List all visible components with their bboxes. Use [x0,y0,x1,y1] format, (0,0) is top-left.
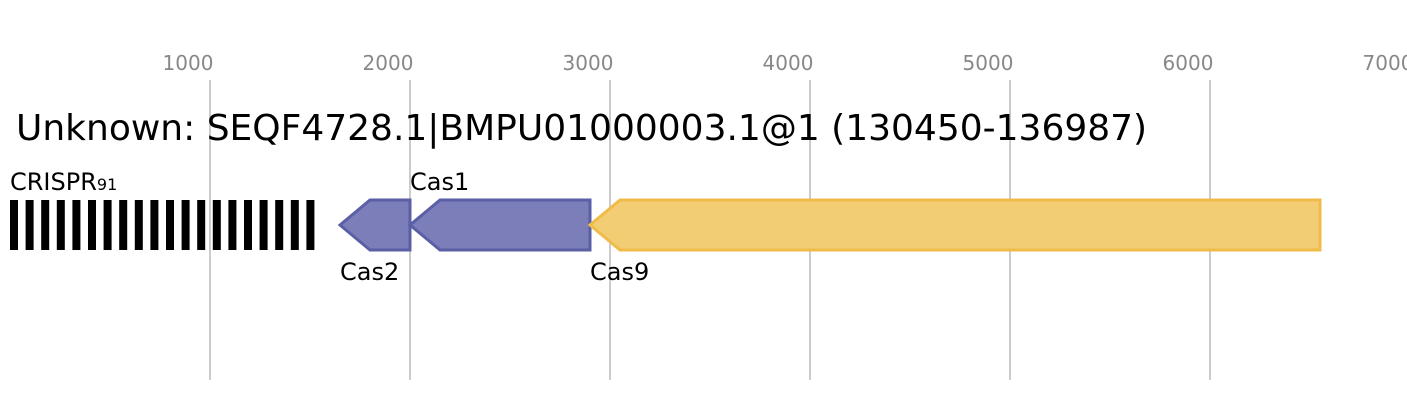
gene-cas2-label: Cas2 [340,258,399,286]
gene-cas1-label: Cas1 [410,168,469,196]
gene-cas1-arrow [407,198,592,252]
tick-label-3000: 3000 [563,51,614,75]
crispr-repeat [197,200,206,250]
tick-label-6000: 6000 [1163,51,1214,75]
crispr-repeat [275,200,284,250]
crispr-repeat [228,200,237,250]
crispr-repeat [103,200,112,250]
tick-label-7000: 7000 [1363,51,1407,75]
crispr-repeat [25,200,34,250]
crispr-repeat [212,200,221,250]
crispr-repeats [10,200,315,250]
tick-label-4000: 4000 [763,51,814,75]
tick-label-1000: 1000 [163,51,214,75]
gene-cas2-arrow [337,198,412,252]
crispr-repeat [290,200,299,250]
crispr-repeat [72,200,81,250]
crispr-repeat [166,200,174,250]
crispr-repeat [244,200,252,250]
crispr-repeat [134,200,143,250]
crispr-repeat [259,200,268,250]
crispr-array: CRISPR91 [10,168,315,250]
crispr-repeat [150,200,159,250]
tick-label-5000: 5000 [963,51,1014,75]
crispr-repeat [41,200,50,250]
crispr-repeat [306,200,315,250]
locus-title: Unknown: SEQF4728.1|BMPU01000003.1@1 (13… [16,108,1147,149]
crispr-repeat [56,200,65,250]
crispr-count: 91 [97,175,117,194]
gene-cas9-arrow [587,198,1322,252]
crispr-repeat [10,200,18,250]
crispr-label-text: CRISPR [10,168,97,196]
axis-tick-labels: 1000 2000 3000 4000 5000 6000 7000 [163,51,1407,75]
crispr-label: CRISPR91 [10,168,117,196]
crispr-repeat [181,200,190,250]
crispr-repeat [119,200,128,250]
gene-cas9-label: Cas9 [590,258,649,286]
tick-label-2000: 2000 [363,51,414,75]
crispr-repeat [88,200,96,250]
